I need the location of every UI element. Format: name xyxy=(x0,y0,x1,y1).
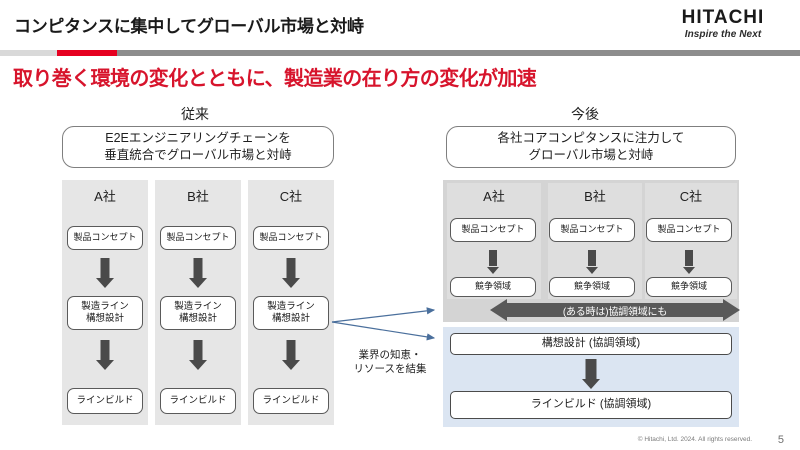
left-arrow-b-1 xyxy=(183,258,213,288)
right-node-concept-b: 製品コンセプト xyxy=(549,218,635,242)
hitachi-logo: HITACHI Inspire the Next xyxy=(658,8,788,41)
left-node-linedesign-b: 製造ライン 構想設計 xyxy=(160,296,236,330)
left-arrow-c-1 xyxy=(276,258,306,288)
left-node-linedesign-b-l1: 製造ライン xyxy=(174,301,222,313)
right-statement-line2: グローバル市場と対峙 xyxy=(528,148,654,162)
right-column-heading: 今後 xyxy=(571,106,599,122)
left-node-linedesign-a-l1: 製造ライン xyxy=(81,301,129,313)
left-node-linebuild-b: ラインビルド xyxy=(160,388,236,414)
bidir-arrow-right-tip xyxy=(723,299,740,321)
left-column-heading: 従来 xyxy=(181,106,209,122)
left-node-concept-c: 製品コンセプト xyxy=(253,226,329,250)
logo-wordmark: HITACHI xyxy=(681,7,765,28)
right-company-label-c: C社 xyxy=(679,189,703,204)
left-node-linedesign-a-l2: 構想設計 xyxy=(85,313,124,324)
right-arrow-c xyxy=(676,250,702,274)
copyright-text: © Hitachi, Ltd. 2024. All rights reserve… xyxy=(637,436,752,443)
right-statement-box: 各社コアコンピタンスに注力して グローバル市場と対峙 xyxy=(446,126,736,168)
left-node-linebuild-a: ラインビルド xyxy=(67,388,143,414)
page-title: コンピタンスに集中してグローバル市場と対峙 xyxy=(14,17,364,36)
left-node-linedesign-c: 製造ライン 構想設計 xyxy=(253,296,329,330)
right-node-concept-c: 製品コンセプト xyxy=(646,218,732,242)
connector-label-line1: 業界の知恵・ xyxy=(358,349,422,361)
connector-label: 業界の知恵・ リソースを結集 xyxy=(340,348,440,376)
left-node-concept-a: 製品コンセプト xyxy=(67,226,143,250)
divider-segment-red xyxy=(57,50,117,56)
bidir-arrow-bar xyxy=(506,303,724,317)
header-divider xyxy=(0,50,800,56)
left-node-linedesign-c-l2: 構想設計 xyxy=(271,313,310,324)
logo-tagline: Inspire the Next xyxy=(684,28,762,40)
left-company-label-a: A社 xyxy=(94,189,116,204)
right-shared-arrow xyxy=(575,359,607,389)
right-company-label-a: A社 xyxy=(483,189,505,204)
left-company-label-c: C社 xyxy=(279,189,303,204)
right-company-label-b: B社 xyxy=(584,189,606,204)
right-shared-block-design: 構想設計 (協調領域) xyxy=(450,333,732,355)
left-statement-box: E2Eエンジニアリングチェーンを 垂直統合でグローバル市場と対峙 xyxy=(62,126,334,168)
right-node-concept-a: 製品コンセプト xyxy=(450,218,536,242)
left-arrow-a-2 xyxy=(90,340,120,370)
left-node-linedesign-b-l2: 構想設計 xyxy=(178,313,217,324)
left-node-linedesign-c-l1: 製造ライン xyxy=(267,301,315,313)
bidirectional-arrow: (ある時は)協調領域にも xyxy=(490,299,740,321)
slide-subtitle: 取り巻く環境の変化とともに、製造業の在り方の変化が加速 xyxy=(13,68,537,90)
left-statement-line2: 垂直統合でグローバル市場と対峙 xyxy=(104,148,292,162)
connector-arrows xyxy=(331,307,436,341)
left-arrow-c-2 xyxy=(276,340,306,370)
bidir-arrow-label: (ある時は)協調領域にも xyxy=(562,306,668,318)
left-arrow-b-2 xyxy=(183,340,213,370)
right-statement-line1: 各社コアコンピタンスに注力して xyxy=(497,131,685,146)
divider-segment-gray xyxy=(117,50,800,56)
left-company-label-b: B社 xyxy=(187,189,209,204)
page-number: 5 xyxy=(777,434,784,446)
left-node-concept-b: 製品コンセプト xyxy=(160,226,236,250)
right-shared-block-build: ラインビルド (協調領域) xyxy=(450,391,732,419)
left-statement-line1: E2Eエンジニアリングチェーンを xyxy=(105,131,291,146)
left-arrow-a-1 xyxy=(90,258,120,288)
right-arrow-a xyxy=(480,250,506,274)
right-node-competitive-b: 競争領域 xyxy=(549,277,635,297)
left-node-linebuild-c: ラインビルド xyxy=(253,388,329,414)
right-arrow-b xyxy=(579,250,605,274)
right-node-competitive-a: 競争領域 xyxy=(450,277,536,297)
divider-segment-light xyxy=(0,50,57,56)
right-node-competitive-c: 競争領域 xyxy=(646,277,732,297)
bidir-arrow-left-tip xyxy=(490,299,507,321)
left-node-linedesign-a: 製造ライン 構想設計 xyxy=(67,296,143,330)
connector-label-line2: リソースを結集 xyxy=(353,363,427,376)
